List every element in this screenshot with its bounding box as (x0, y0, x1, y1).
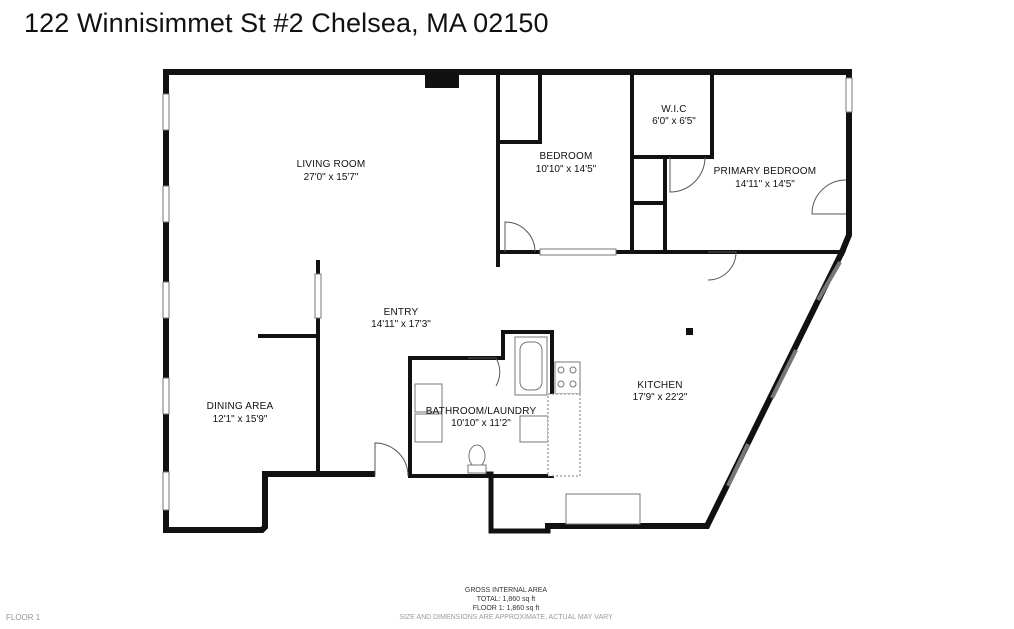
toilet (468, 444, 486, 468)
room-dims-primary: 14'11" x 14'5" (735, 179, 795, 190)
wall-south-east (545, 247, 847, 529)
room-dims-wic: 6'0" x 6'5" (652, 116, 696, 127)
door-entry (374, 442, 409, 477)
burner-1 (557, 366, 565, 374)
burner-4 (569, 380, 577, 388)
room-name-entry: ENTRY (384, 307, 419, 318)
bath-vanity (519, 415, 549, 443)
room-dims-dining: 12'1" x 15'9" (213, 414, 268, 425)
room-name-wic: W.I.C (661, 104, 686, 115)
room-dims-entry: 14'11" x 17'3" (371, 319, 431, 330)
window-west-2 (162, 185, 170, 223)
door-bath (468, 357, 501, 387)
disclaimer: SIZE AND DIMENSIONS ARE APPROXIMATE, ACT… (399, 614, 613, 621)
gross-area-total: TOTAL: 1,860 sq ft (477, 596, 536, 603)
window-partition (314, 273, 322, 319)
area-summary: GROSS INTERNAL AREA TOTAL: 1,860 sq ft F… (399, 587, 613, 621)
room-dims-bedroom: 10'10" x 14'5" (536, 164, 597, 175)
room-dims-kitchen: 17'9" x 22'2" (633, 392, 688, 403)
wall-west-and-north (163, 69, 852, 533)
window-diagonal-3 (726, 443, 750, 487)
gross-area-floor: FLOOR 1: 1,860 sq ft (473, 605, 540, 612)
window-diagonal-1 (816, 260, 842, 302)
kitchen-island (547, 393, 581, 477)
window-west-4 (162, 377, 170, 415)
window-bedroom-south (539, 248, 617, 256)
window-east (845, 77, 853, 113)
floor-label: FLOOR 1 (6, 613, 41, 622)
window-diagonal-2 (770, 349, 798, 399)
room-name-kitchen: KITCHEN (637, 380, 682, 391)
gross-area-title: GROSS INTERNAL AREA (465, 587, 548, 594)
room-name-living: LIVING ROOM (297, 159, 366, 170)
toilet-tank (467, 464, 487, 474)
column (686, 328, 693, 335)
window-west-1 (162, 93, 170, 131)
door-bedroom (504, 221, 536, 253)
burner-3 (557, 380, 565, 388)
room-dims-bath: 10'10" x 11'2" (451, 418, 511, 429)
room-name-dining: DINING AREA (207, 401, 274, 412)
door-primary-east (811, 179, 847, 215)
door-wic (669, 156, 706, 193)
doors (374, 156, 847, 477)
wall-south-west (163, 471, 375, 533)
washer (414, 383, 443, 413)
fireplace (425, 72, 459, 88)
wall-kitchen-bay (485, 471, 551, 534)
window-west-3 (162, 281, 170, 319)
room-dims-living: 27'0" x 15'7" (304, 172, 359, 183)
kitchen-counter (565, 493, 641, 525)
dryer (414, 413, 443, 443)
room-labels: LIVING ROOM 27'0" x 15'7" BEDROOM 10'10"… (207, 104, 817, 429)
room-name-primary: PRIMARY BEDROOM (714, 166, 817, 177)
range (554, 361, 581, 395)
room-name-bath: BATHROOM/LAUNDRY (426, 406, 537, 417)
window-west-5 (162, 471, 170, 511)
bathtub-inner (519, 341, 543, 391)
listing-address-title: 122 Winnisimmet St #2 Chelsea, MA 02150 (24, 8, 549, 38)
fixtures (414, 336, 641, 525)
windows (162, 77, 853, 511)
room-name-bedroom: BEDROOM (539, 151, 592, 162)
door-primary (707, 251, 737, 281)
burner-2 (569, 366, 577, 374)
